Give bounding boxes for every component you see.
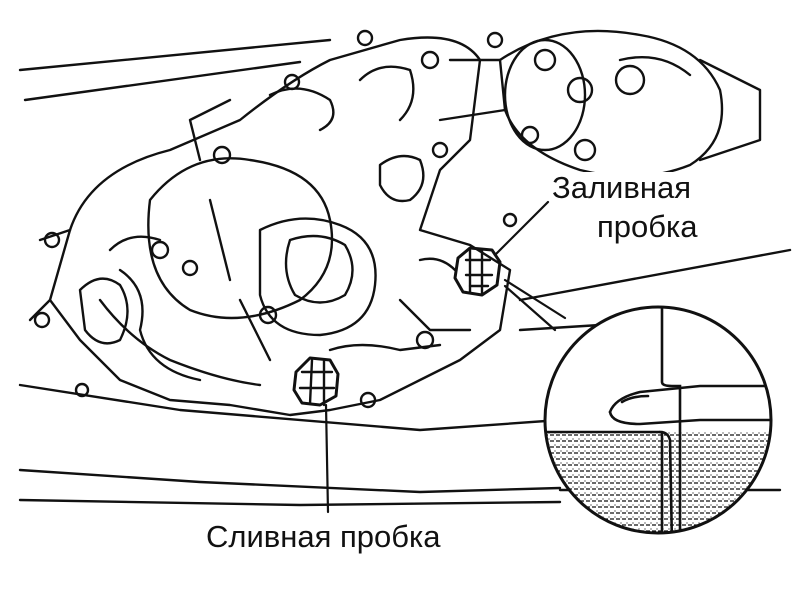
drain-plug-label: Сливная пробка [206, 519, 441, 554]
housing-bolts [33, 29, 518, 409]
drain-plug [292, 356, 340, 407]
fill-plug-label-line1: Заливная [552, 170, 691, 205]
fill-plug-label-line2: пробка [597, 209, 698, 244]
gearbox-housing [28, 36, 512, 417]
drive-flange [438, 29, 762, 178]
fill-plug [453, 246, 502, 297]
oil-level-magnifier [543, 305, 773, 535]
leader-lines [324, 200, 567, 514]
